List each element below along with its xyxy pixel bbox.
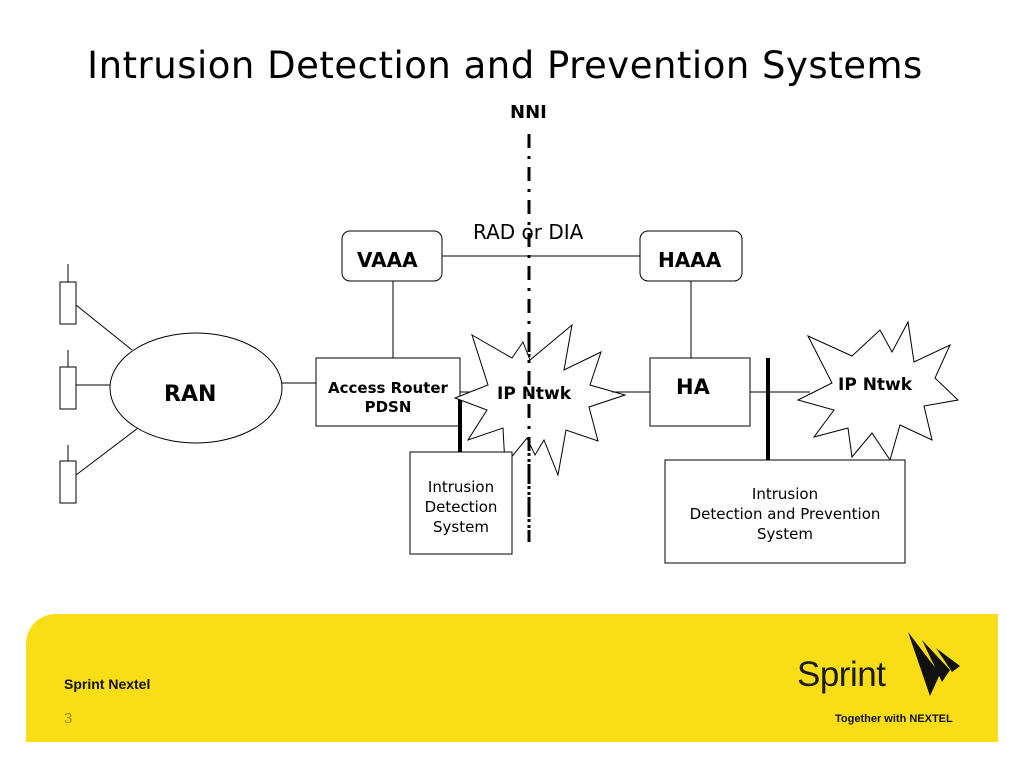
footer-band [26,614,998,742]
slide-title: Intrusion Detection and Prevention Syste… [87,44,923,87]
access-router-line1: Access Router [328,379,448,397]
link-bs1-ran [75,304,133,351]
nni-label: NNI [510,102,547,123]
idps-label: Intrusion Detection and Prevention Syste… [665,484,905,544]
ids-line3: System [433,518,489,536]
sprint-logo-wordmark: Sprint [797,655,886,695]
tagline: Together with NEXTEL [835,713,953,725]
ran-ellipse [109,332,283,444]
idps-line1: Intrusion [751,485,819,503]
brand-text: Sprint [797,655,886,694]
base-station-3 [59,445,77,504]
idps-box [664,459,906,564]
ip-network-right-label: IP Ntwk [838,375,913,395]
access-router-box [315,357,461,427]
ids-label: Intrusion Detection System [410,477,512,537]
vaaa-label: VAAA [357,248,418,272]
link-bs3-ran [75,427,139,476]
network-diagram [59,134,960,564]
ids-line2: Detection [424,498,498,516]
ip-network-right-burst [796,320,960,462]
ha-label: HA [676,375,710,399]
page-number: 3 [64,710,73,727]
sprint-wing-icon [908,632,960,696]
idps-line3: System [757,525,813,543]
ip-network-left-burst [453,323,627,477]
access-router-label: Access Router PDSN [316,379,460,417]
base-station-1 [59,264,77,325]
ip-network-left-label: IP Ntwk [497,384,572,404]
base-station-2 [59,350,77,410]
access-router-line2: PDSN [364,398,412,416]
ids-box [409,451,513,555]
haaa-label: HAAA [658,248,722,272]
ran-label: RAN [164,382,217,407]
idps-line2: Detection and Prevention [689,505,881,523]
rad-label: RAD or DIA [473,220,584,244]
company-name: Sprint Nextel [64,676,151,692]
ids-line1: Intrusion [427,478,495,496]
